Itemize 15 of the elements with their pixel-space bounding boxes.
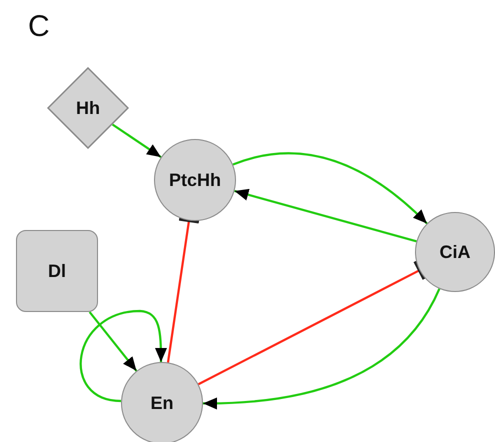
arrow	[232, 152, 428, 224]
rounded-box-node	[16, 230, 98, 312]
node-label: Dl	[48, 260, 66, 282]
inhibition-line	[166, 218, 200, 363]
inhibition-line	[198, 260, 426, 386]
node-label: PtcHh	[168, 168, 221, 192]
self-loop-arrow	[80, 310, 167, 402]
arrow	[234, 188, 417, 242]
node-label: Hh	[76, 96, 100, 120]
arrow	[88, 311, 138, 372]
panel-letter: C	[28, 12, 50, 42]
node-label: CiA	[440, 240, 470, 264]
arrow	[112, 124, 162, 158]
node-label: En	[150, 392, 174, 414]
arrow	[202, 288, 440, 410]
